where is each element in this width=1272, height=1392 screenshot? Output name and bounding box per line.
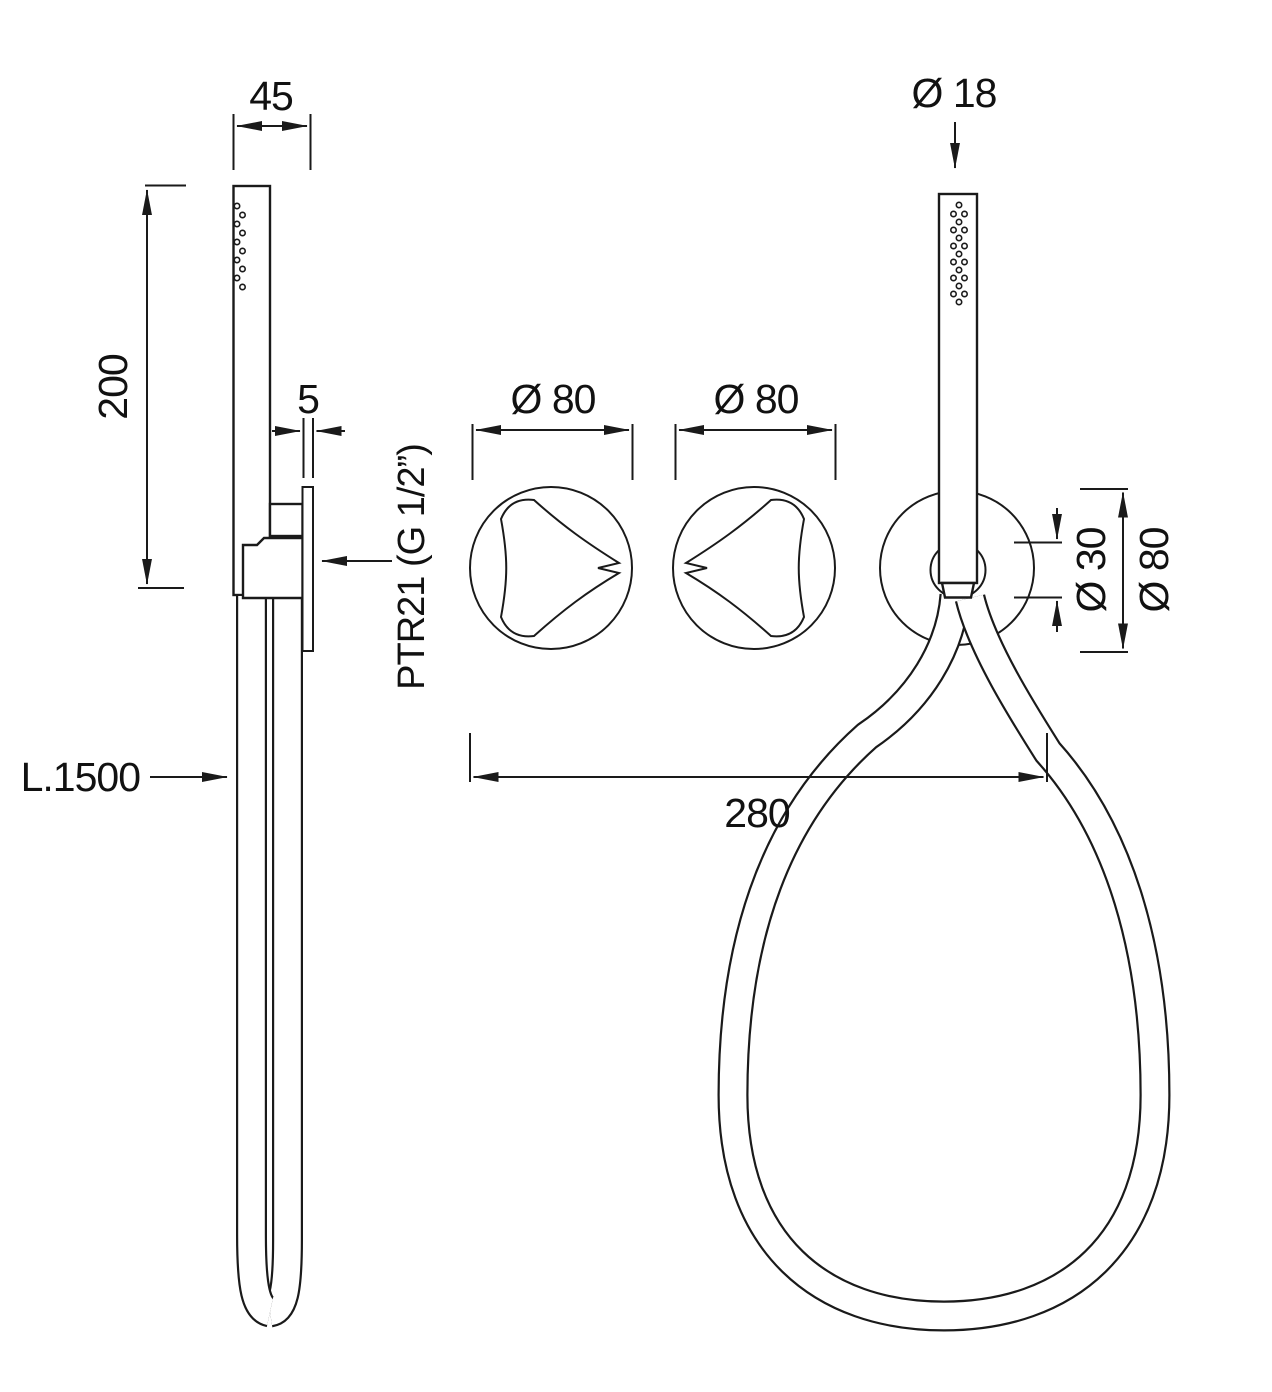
knob1-handle [499, 498, 622, 638]
outlet-callout: PTR21 (G 1/2”) [321, 444, 433, 690]
wall-plate-side [301, 486, 314, 652]
knob1-escutcheon [469, 486, 633, 650]
dim-knob2-label: Ø 80 [714, 376, 799, 422]
dim-d18-label: Ø 18 [912, 70, 997, 116]
hose-loop-left-strand [717, 593, 971, 1332]
wall-bracket-block-side [241, 536, 304, 600]
dim-d30-label: Ø 30 [1068, 527, 1114, 612]
dim-knob1-d80: Ø 80 [471, 376, 634, 480]
dim-knob2-d80: Ø 80 [674, 376, 837, 480]
dim-45: 45 [232, 73, 312, 170]
dim-5-label: 5 [297, 376, 319, 422]
hose-length-callout: L.1500 [21, 754, 228, 800]
spray-holes-front [949, 201, 968, 306]
dim-280-label: 280 [724, 790, 790, 836]
dim-d30: Ø 30 [1014, 508, 1114, 632]
dim-holder-d80-label: Ø 80 [1131, 527, 1177, 612]
knob2-escutcheon [672, 486, 836, 650]
knob2-handle [683, 498, 806, 638]
side-view-drawing: 45 200 5 PTR21 (G 1/2”) L.1500 [21, 73, 433, 1328]
dim-45-label: 45 [249, 73, 293, 119]
outlet-label: PTR21 (G 1/2”) [391, 444, 433, 690]
hose-length-label: L.1500 [21, 754, 141, 800]
hand-shower-body-side [232, 184, 272, 597]
dim-5: 5 [272, 376, 345, 478]
hose-side-front-strand [236, 596, 276, 1328]
dim-280: 280 [469, 733, 1048, 836]
dim-200: 200 [90, 184, 186, 589]
hose-loop-right-strand [943, 594, 1171, 1332]
dim-holder-d80: Ø 80 [1080, 488, 1177, 653]
hand-shower-neck-front [940, 581, 976, 599]
dim-d18: Ø 18 [912, 70, 998, 169]
wall-bracket-upper-side [268, 502, 304, 538]
front-view-drawing: Ø 18 Ø 30 Ø 80 280 [469, 70, 1177, 1332]
spray-holes-side [233, 202, 247, 291]
hose-side-rear-strand [264, 599, 303, 1328]
hand-shower-body-front [937, 192, 979, 585]
dim-200-label: 200 [90, 354, 136, 420]
mixer-knobs: Ø 80 Ø 80 [469, 376, 837, 650]
dim-knob1-label: Ø 80 [511, 376, 596, 422]
